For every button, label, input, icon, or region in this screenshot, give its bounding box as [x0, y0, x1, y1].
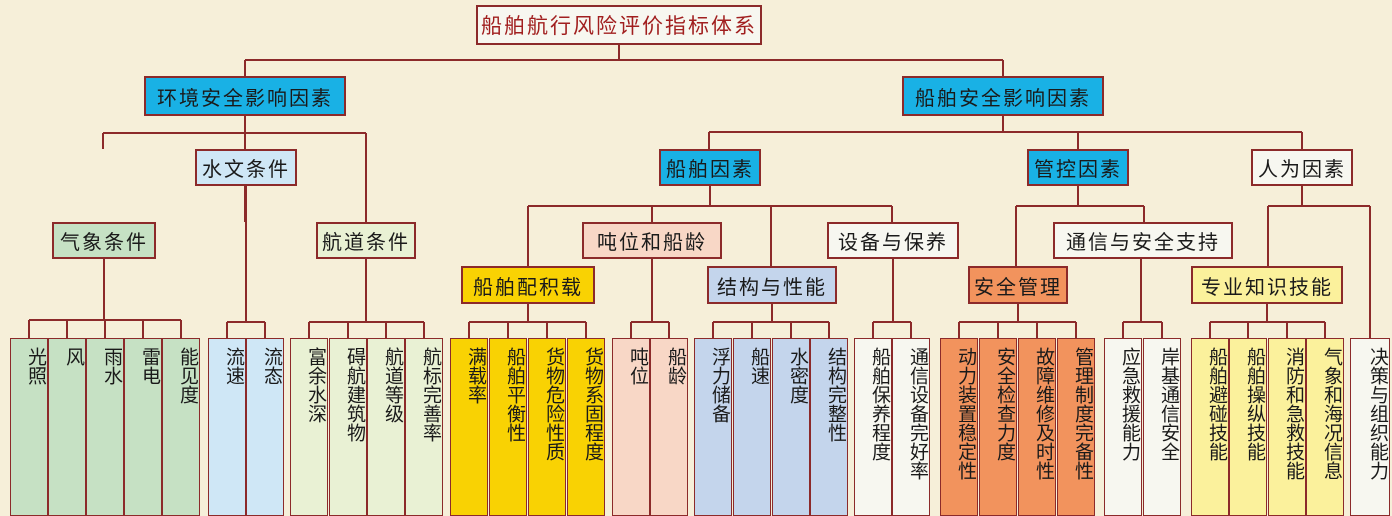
leaf-indicator: 船舶保养程度	[854, 338, 892, 516]
node-control-factors: 管控因素	[1027, 149, 1129, 186]
leaf-indicator: 结构完整性	[810, 338, 848, 516]
leaf-indicator: 岸基通信安全	[1143, 338, 1181, 516]
node-human-factors: 人为因素	[1251, 149, 1353, 186]
leaf-indicator: 雨水	[86, 338, 124, 516]
node-hydrological-conditions: 水文条件	[195, 149, 297, 186]
leaf-indicator: 通信设备完好率	[892, 338, 930, 516]
leaf-indicator: 船速	[733, 338, 771, 516]
node-channel-conditions: 航道条件	[316, 222, 416, 259]
node-weather-conditions: 气象条件	[52, 222, 156, 259]
node-tonnage-and-age: 吨位和船龄	[582, 222, 722, 259]
leaf-indicator: 水密度	[772, 338, 810, 516]
leaf-indicator: 货物危险性质	[528, 338, 566, 516]
node-environment-safety-factors: 环境安全影响因素	[144, 76, 346, 116]
leaf-indicator: 气象和海况信息	[1306, 338, 1344, 516]
leaf-indicator: 船舶平衡性	[489, 338, 527, 516]
leaf-indicator: 能见度	[162, 338, 200, 516]
leaf-indicator: 船舶操纵技能	[1229, 338, 1267, 516]
leaf-indicator: 吨位	[612, 338, 650, 516]
leaf-indicator: 航标完善率	[405, 338, 443, 516]
leaf-indicator: 安全检查力度	[979, 338, 1017, 516]
leaf-indicator: 故障维修及时性	[1018, 338, 1056, 516]
node-safety-management: 安全管理	[968, 266, 1068, 304]
node-root-title: 船舶航行风险评价指标体系	[476, 5, 762, 45]
node-ship-stowage: 船舶配积载	[461, 266, 595, 304]
node-professional-skills: 专业知识技能	[1191, 266, 1343, 304]
node-structure-performance: 结构与性能	[707, 266, 837, 304]
leaf-indicator: 货物系固程度	[567, 338, 605, 516]
leaf-indicator: 富余水深	[290, 338, 328, 516]
leaf-indicator: 碍航建筑物	[329, 338, 367, 516]
leaf-indicator: 应急救援能力	[1104, 338, 1142, 516]
node-ship-safety-factors: 船舶安全影响因素	[902, 76, 1104, 116]
leaf-indicator: 风	[48, 338, 86, 516]
leaf-indicator: 光照	[10, 338, 48, 516]
leaf-indicator: 管理制度完备性	[1057, 338, 1095, 516]
leaf-indicator: 动力装置稳定性	[940, 338, 978, 516]
leaf-indicator: 雷电	[124, 338, 162, 516]
leaf-indicator: 航道等级	[367, 338, 405, 516]
leaf-indicator: 船龄	[650, 338, 688, 516]
node-equipment-maintenance: 设备与保养	[827, 222, 959, 259]
node-communication-safety-support: 通信与安全支持	[1053, 222, 1233, 259]
leaf-indicator: 满载率	[450, 338, 488, 516]
leaf-indicator: 决策与组织能力	[1350, 338, 1390, 516]
leaf-indicator: 消防和急救技能	[1268, 338, 1306, 516]
node-vessel-factors: 船舶因素	[659, 149, 761, 186]
leaf-indicator: 船舶避碰技能	[1191, 338, 1229, 516]
leaf-indicator: 流态	[246, 338, 284, 516]
leaf-indicator: 流速	[208, 338, 246, 516]
leaf-indicator: 浮力储备	[694, 338, 732, 516]
